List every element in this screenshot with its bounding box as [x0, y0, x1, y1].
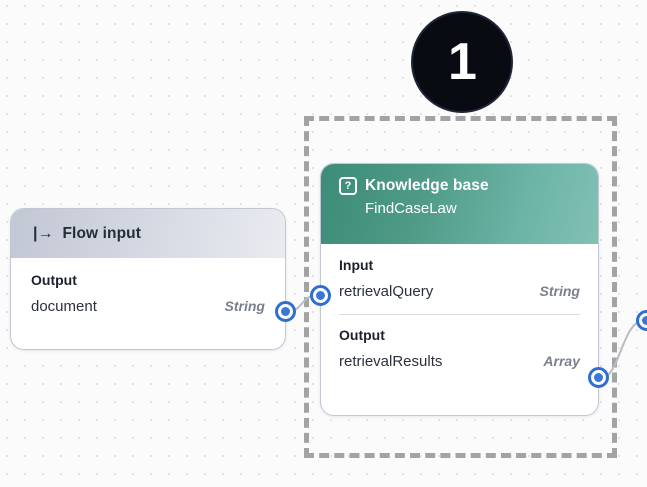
port-row-retrieval-results[interactable]: retrievalResults Array [339, 353, 580, 370]
port-name-retrieval-results: retrievalResults [339, 353, 443, 370]
port-row-retrieval-query[interactable]: retrievalQuery String [339, 283, 580, 300]
port-name-retrieval-query: retrievalQuery [339, 283, 434, 300]
node-knowledge-base-title: Knowledge base [365, 177, 489, 194]
port-name-document: document [31, 298, 97, 315]
port-row-document[interactable]: document String [31, 298, 265, 315]
port-flow-input-document-output[interactable] [275, 301, 296, 322]
node-knowledge-base-header: ? Knowledge base FindCaseLaw [321, 164, 598, 244]
node-knowledge-base-title-row: ? Knowledge base [339, 177, 598, 195]
node-knowledge-base[interactable]: ? Knowledge base FindCaseLaw Input retri… [320, 163, 599, 416]
knowledge-base-question-glyph: ? [344, 179, 352, 192]
flow-input-arrow-icon: |→ [33, 224, 54, 242]
node-knowledge-base-subtitle: FindCaseLaw [365, 200, 457, 217]
node-flow-input-body: Output document String [11, 258, 285, 315]
node-flow-input[interactable]: |→ Flow input Output document String [10, 208, 286, 350]
node-flow-input-title: Flow input [62, 224, 141, 242]
node-flow-input-header: |→ Flow input [11, 209, 285, 258]
step-selection-frame [304, 116, 617, 458]
section-label-output: Output [31, 272, 77, 288]
port-type-retrieval-results: Array [543, 353, 580, 369]
knowledge-base-question-icon: ? [339, 177, 357, 195]
section-label-output: Output [339, 327, 385, 343]
node-knowledge-base-body: Input retrievalQuery String Output retri… [321, 244, 598, 370]
port-knowledge-base-retrieval-query-input[interactable] [310, 285, 331, 306]
step-number-badge: 1 [411, 11, 513, 113]
step-number-label: 1 [448, 33, 477, 91]
section-label-input: Input [339, 257, 374, 273]
port-knowledge-base-retrieval-results-output[interactable] [588, 367, 609, 388]
port-downstream-node-input[interactable] [636, 310, 647, 331]
port-type-document: String [224, 298, 265, 314]
section-divider [339, 314, 580, 315]
port-type-retrieval-query: String [539, 283, 580, 299]
